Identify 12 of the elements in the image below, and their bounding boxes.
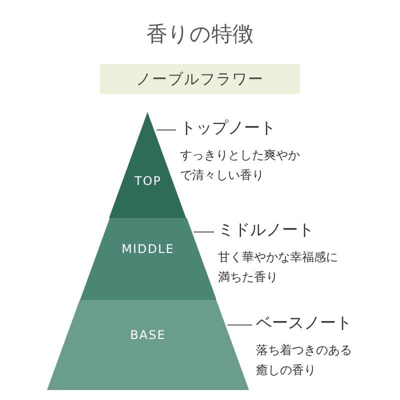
note-heading: トップノート xyxy=(180,118,277,139)
tier-label: MIDDLE xyxy=(120,242,176,256)
tier-label: BASE xyxy=(129,328,167,342)
note-description: 甘く華やかな幸福感に満ちた香り xyxy=(218,249,339,286)
tier-label: TOP xyxy=(133,174,162,188)
banner: ノーブルフラワー xyxy=(100,64,300,94)
note-description: すっきりとした爽やかで清々しい香り xyxy=(180,147,301,184)
note-heading: ベースノート xyxy=(256,313,353,334)
note-description: 落ち着つきのある癒しの香り xyxy=(256,342,353,379)
title: 香りの特徴 xyxy=(146,21,254,48)
leader-line xyxy=(226,324,252,326)
note-heading: ミドルノート xyxy=(218,220,315,241)
